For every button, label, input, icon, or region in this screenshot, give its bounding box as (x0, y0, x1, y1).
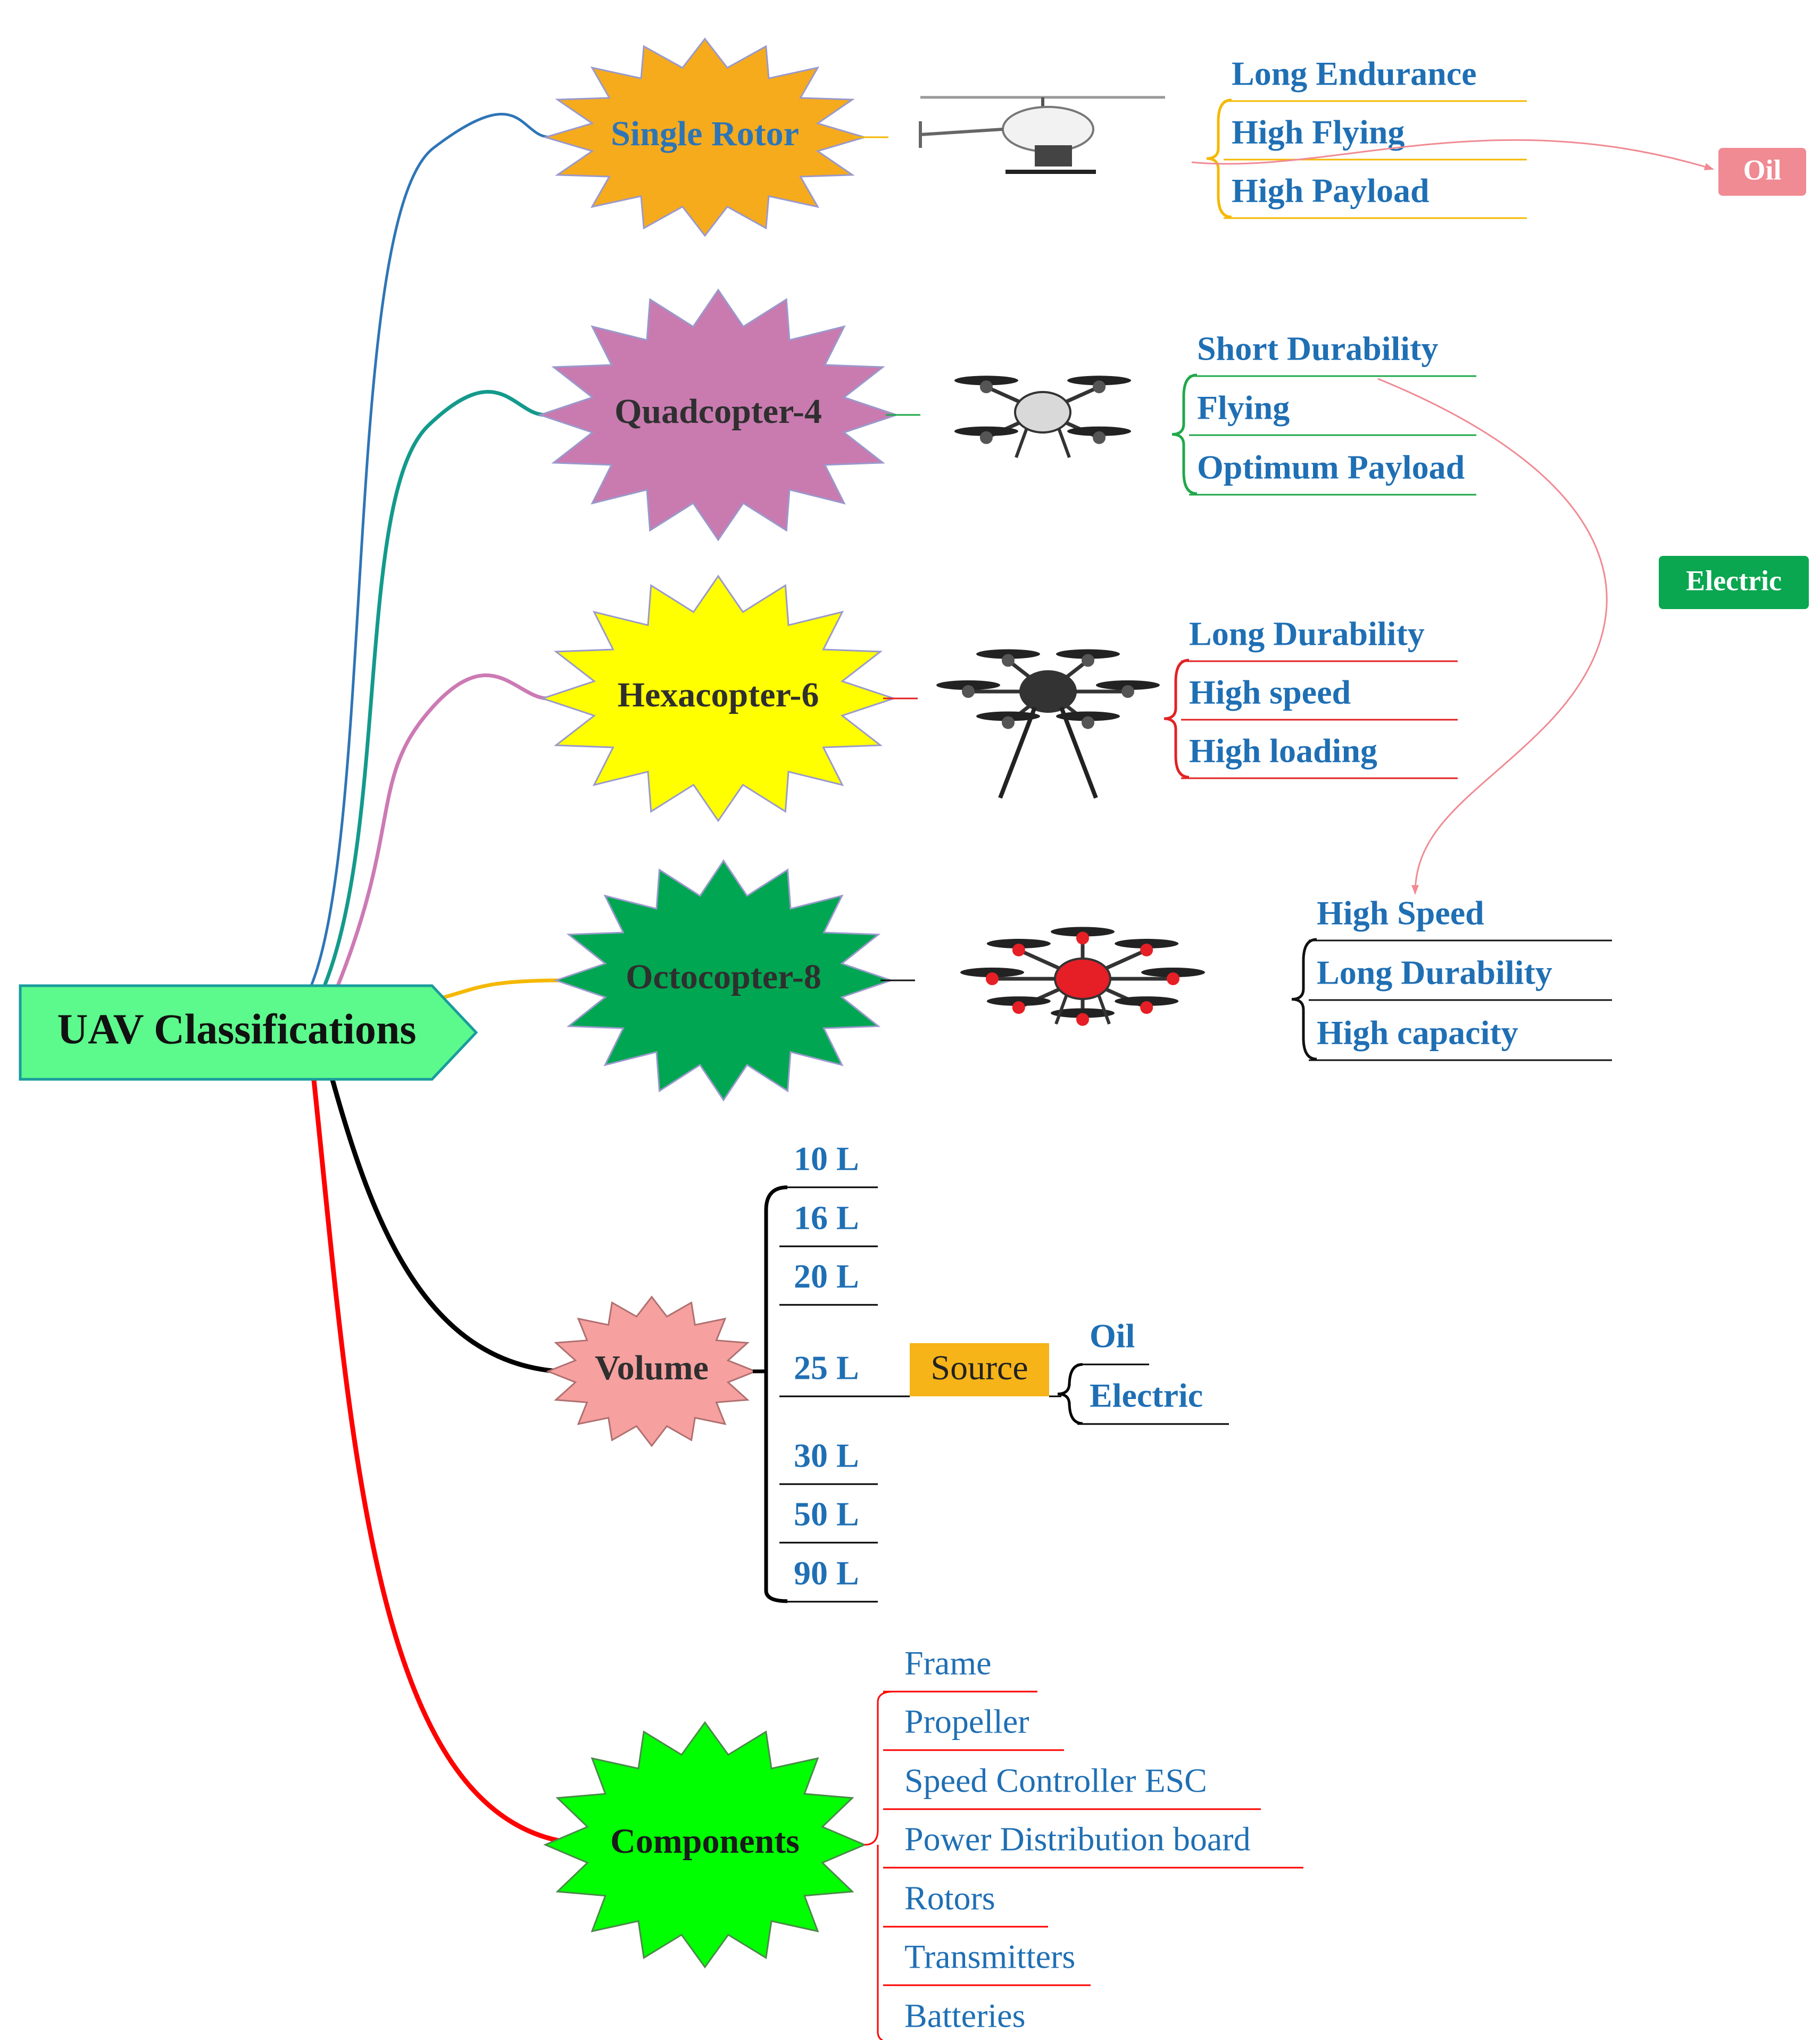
branch-3 (433, 978, 562, 1002)
category-star (542, 37, 868, 237)
volume-size: 20 L (794, 1258, 859, 1295)
source-option: Oil (1090, 1317, 1135, 1355)
components-star (543, 1721, 867, 1969)
feature-bracket (1171, 373, 1198, 495)
volume-size: 50 L (794, 1495, 859, 1533)
category-label: Quadcopter-4 (614, 392, 822, 431)
hexacopter-drone-icon (936, 649, 1160, 799)
feature-label: High speed (1189, 673, 1351, 711)
feature-label: High capacity (1317, 1014, 1518, 1052)
power-tag-0 (1718, 148, 1806, 196)
branch-0 (310, 113, 551, 986)
feature-label: High Speed (1317, 894, 1484, 932)
component-item: Propeller (904, 1703, 1029, 1741)
volume-size: 10 L (794, 1140, 859, 1178)
feature-bracket (1291, 938, 1317, 1061)
feature-bracket (1206, 98, 1232, 219)
component-item: Frame (904, 1644, 992, 1682)
source-option: Electric (1090, 1377, 1203, 1414)
source-label: Source (930, 1348, 1028, 1387)
feature-label: Long Endurance (1232, 55, 1477, 93)
oil-relation-arrow (1191, 139, 1714, 171)
root-label: UAV Classifications (57, 1006, 417, 1053)
volume-bracket (764, 1185, 788, 1603)
quadcopter-drone-icon (954, 376, 1132, 459)
root-layer: UAV Classifications (19, 984, 478, 1081)
volume-layer: Volume 10 L 16 L 20 L 25 L 30 L 50 L 90 L Source… (545, 1140, 1229, 1603)
volume-size: 16 L (794, 1199, 859, 1237)
category-label: Single Rotor (611, 114, 799, 153)
component-item: Batteries (904, 1997, 1025, 2035)
branch-lines (310, 113, 564, 1844)
volume-label: Volume (595, 1348, 709, 1387)
volume-size: 90 L (794, 1554, 859, 1592)
electric-relation-arrow (1377, 378, 1608, 895)
feature-label: Flying (1197, 389, 1290, 427)
source-bracket (1057, 1363, 1083, 1425)
component-item: Rotors (904, 1879, 995, 1917)
feature-label: High Payload (1232, 172, 1430, 210)
single-rotor-helicopter-drone-icon (919, 96, 1165, 174)
feature-label: High Flying (1232, 113, 1405, 151)
components-bracket (864, 1691, 894, 2040)
category-label: Octocopter-8 (626, 957, 821, 996)
feature-label: Optimum Payload (1197, 448, 1465, 486)
feature-label: High loading (1189, 732, 1377, 770)
category-star (553, 859, 894, 1102)
component-item: Power Distribution board (904, 1820, 1251, 1858)
branch-2 (336, 673, 549, 987)
feature-label: Long Durability (1189, 615, 1425, 653)
component-item: Speed Controller ESC (904, 1762, 1207, 1800)
components-label: Components (610, 1822, 800, 1861)
root-node (19, 984, 478, 1081)
power-tag-label: Electric (1686, 564, 1782, 596)
volume-size: 25 L (794, 1349, 859, 1387)
category-star (540, 574, 896, 822)
feature-label: Short Durability (1197, 330, 1438, 368)
component-item: Transmitters (904, 1938, 1075, 1976)
branch-volume (330, 1079, 559, 1374)
branch-1 (322, 390, 546, 987)
category-label: Hexacopter-6 (618, 676, 819, 714)
volume-star (545, 1295, 758, 1447)
power-tag-label: Oil (1743, 154, 1781, 186)
power-tag-1 (1659, 556, 1809, 609)
octocopter-drone-icon (960, 927, 1205, 1026)
feature-bracket (1164, 659, 1190, 779)
feature-label: Long Durability (1317, 954, 1552, 992)
volume-size: 30 L (794, 1437, 859, 1475)
source-box (910, 1343, 1049, 1396)
branch-components (311, 1079, 564, 1844)
category-star (537, 288, 899, 542)
category-node-1: Quadcopter-4 Short DurabilityFlyingOptimu… (537, 288, 1476, 542)
